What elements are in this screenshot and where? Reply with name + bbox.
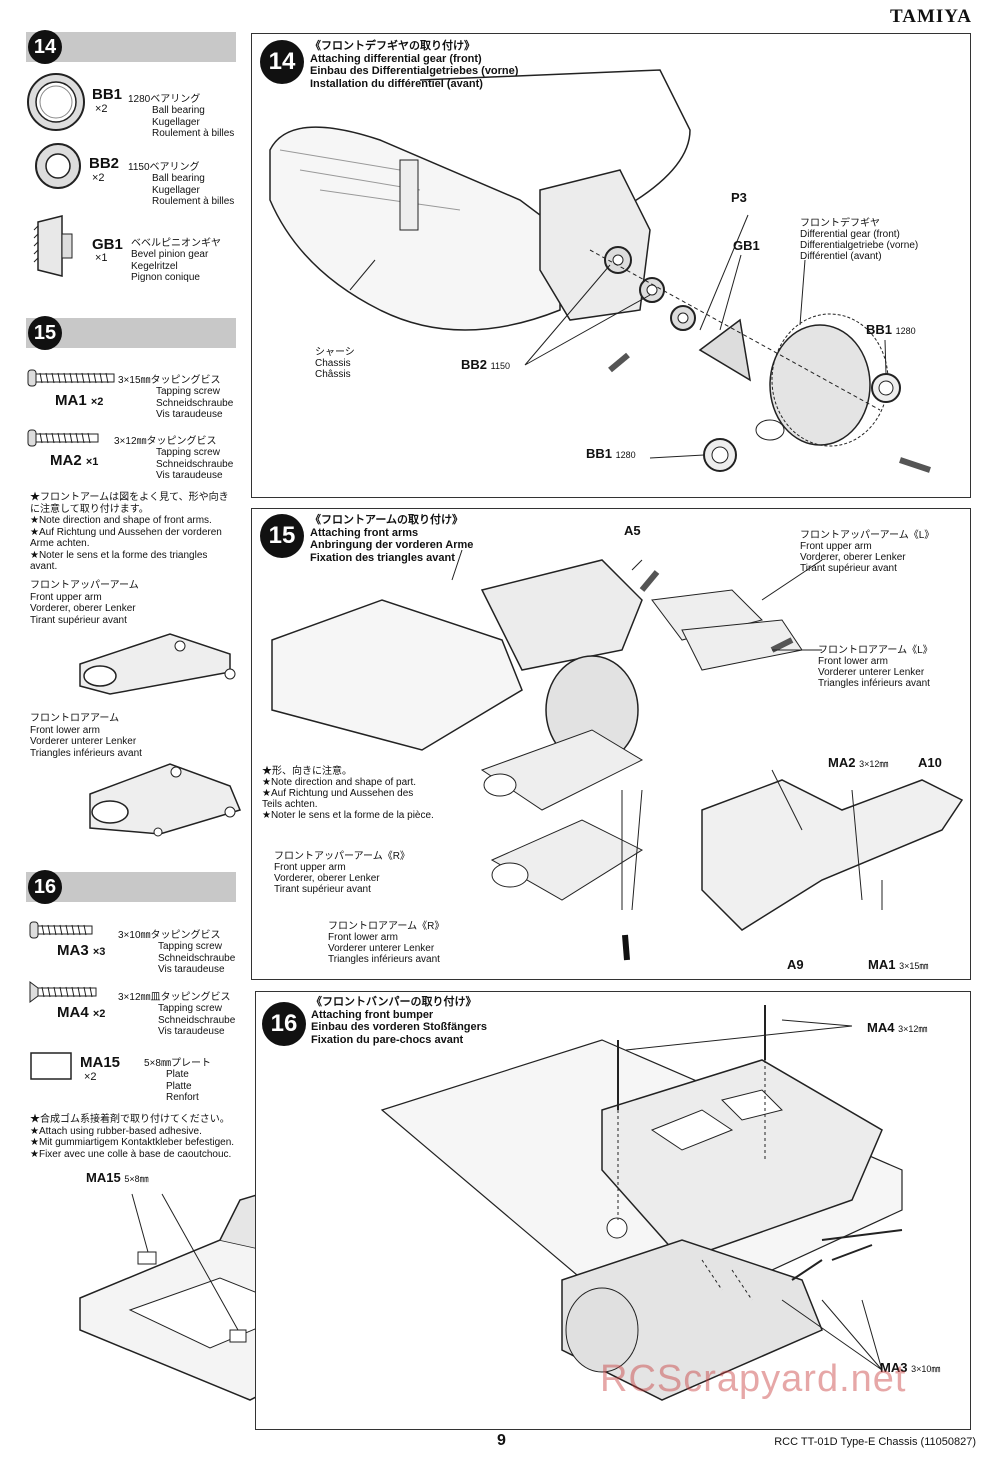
brand-logo: TAMIYA (889, 6, 972, 27)
ma1-label: MA1 3×15㎜ (868, 957, 929, 972)
a10-label: A10 (918, 755, 942, 770)
step16-adhesive-note: ★合成ゴム系接着剤で取り付けてください。 ★Attach using rubbe… (30, 1114, 235, 1160)
bb1-bottom-label: BB1 1280 (586, 446, 636, 461)
part-code-gb1: GB1 (92, 236, 123, 253)
page-number: 9 (497, 1432, 506, 1449)
step15-arm-note: ★フロントアームは図をよく見て、形や向き に注意して取り付けます。 ★Note … (30, 492, 229, 572)
part-qty-ma15: ×2 (84, 1071, 97, 1083)
tapping-screw-12mm-icon (27, 429, 99, 447)
front-lower-arm-l-label: フロントロアアーム《L》 Front lower arm Vorderer un… (818, 645, 933, 689)
a5-label: A5 (624, 523, 641, 538)
ma15-label: MA15 5×8㎜ (86, 1170, 149, 1185)
part-qty-bb2: ×2 (92, 172, 105, 184)
front-upper-arm-l-label: フロントアッパーアーム《L》 Front upper arm Vorderer,… (800, 530, 935, 574)
gb1-label: GB1 (733, 238, 760, 253)
panel14-step-number: 14 (260, 40, 304, 84)
differential-assembly-drawing (269, 69, 931, 473)
part-code-ma1: MA1 ×2 (55, 392, 104, 409)
panel16-title: 《フロントバンパーの取り付け》 Attaching front bumper E… (311, 996, 488, 1046)
tapping-screw-15mm-icon (27, 369, 115, 387)
front-diff-gear-label: フロントデフギヤ Differential gear (front) Diffe… (800, 218, 919, 262)
step16-number: 16 (28, 870, 62, 904)
panel16-step-number: 16 (262, 1002, 306, 1046)
ma3-label: MA3 3×10㎜ (880, 1360, 941, 1375)
front-upper-arm-drawing (79, 633, 236, 695)
part-qty-gb1: ×1 (95, 252, 108, 264)
p3-label: P3 (731, 190, 747, 205)
tapping-screw-10mm-icon (29, 921, 93, 939)
front-upper-arm-caption: フロントアッパーアーム Front upper arm Vorderer, ob… (30, 580, 139, 626)
front-upper-arm-r-label: フロントアッパーアーム《R》 Front upper arm Vorderer,… (274, 851, 410, 895)
part-code-ma15: MA15 (80, 1054, 121, 1071)
front-bumper-assembly-drawing (380, 1005, 903, 1401)
panel15-step-number: 15 (260, 514, 304, 558)
bevel-pinion-gear-icon (33, 215, 73, 277)
a9-label: A9 (787, 957, 804, 972)
bb1-top-label: BB1 1280 (866, 322, 916, 337)
part-code-bb1: BB1 (92, 86, 123, 103)
part-code-ma2: MA2 ×1 (50, 452, 99, 469)
chassis-label: シャーシ Chassis Châssis (315, 347, 355, 380)
plate-icon (30, 1052, 72, 1080)
step15-number: 15 (28, 316, 62, 350)
part-orientation-note: ★形、向きに注意。 ★Note direction and shape of p… (262, 766, 434, 821)
front-lower-arm-drawing (89, 763, 242, 837)
ma2-label: MA2 3×12㎜ (828, 755, 889, 770)
countersunk-tapping-screw-icon (29, 981, 97, 1003)
front-lower-arm-r-label: フロントロアアーム《R》 Front lower arm Vorderer un… (328, 921, 445, 965)
front-arms-assembly-drawing (271, 549, 964, 961)
ball-bearing-large-icon (27, 73, 85, 131)
bb2-label: BB2 1150 (461, 357, 510, 372)
ma4-label: MA4 3×12㎜ (867, 1020, 928, 1035)
part-code-ma3: MA3 ×3 (57, 942, 106, 959)
part-code-bb2: BB2 (89, 155, 120, 172)
panel14-title: 《フロントデフギヤの取り付け》 Attaching differential g… (310, 40, 519, 90)
part-qty-bb1: ×2 (95, 103, 108, 115)
front-lower-arm-caption: フロントロアアーム Front lower arm Vorderer unter… (30, 713, 142, 759)
step14-number: 14 (28, 30, 62, 64)
watermark-text: RCScrapyard.net (600, 1358, 907, 1400)
ball-bearing-small-icon (35, 143, 81, 189)
model-code: RCC TT-01D Type-E Chassis (11050827) (774, 1436, 976, 1448)
part-code-ma4: MA4 ×2 (57, 1004, 106, 1021)
panel15-title: 《フロントアームの取り付け》 Attaching front arms Anbr… (310, 514, 474, 564)
